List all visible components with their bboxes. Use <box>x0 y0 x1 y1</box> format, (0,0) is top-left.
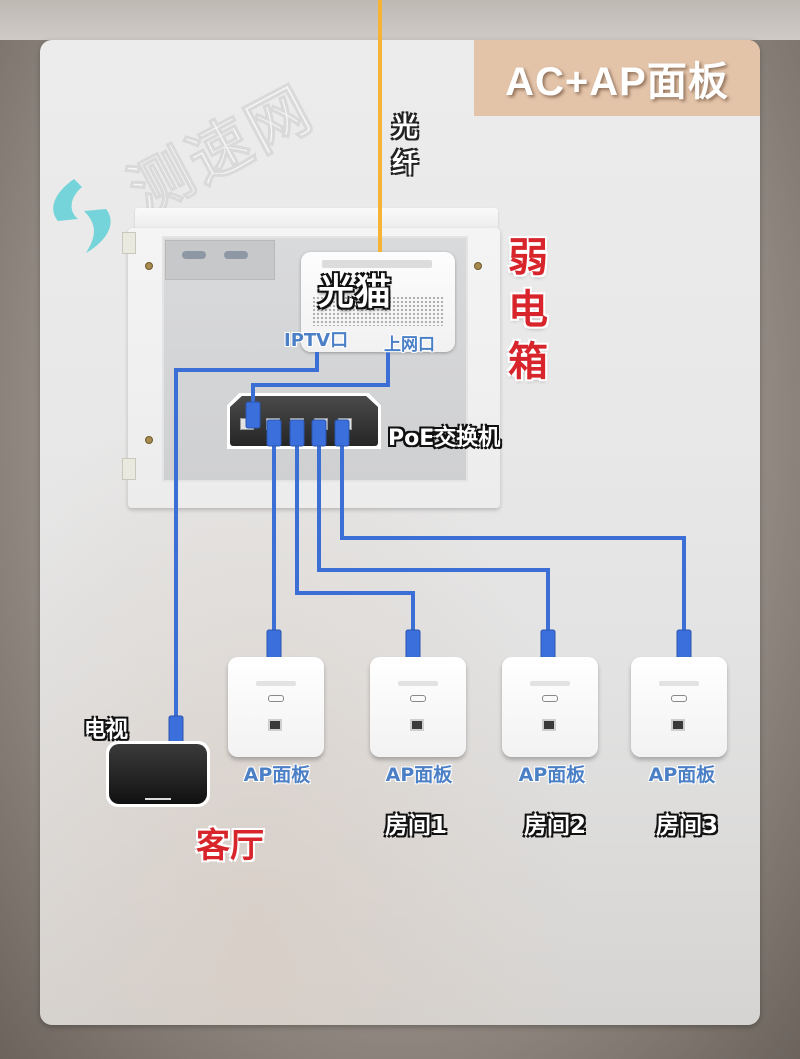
hinge-top <box>122 232 136 254</box>
ethernet-jack-icon <box>410 719 424 731</box>
tv-set-top-box <box>109 744 207 804</box>
title-banner: AC+AP面板 <box>474 40 760 116</box>
ethernet-jack-icon <box>268 719 282 731</box>
switch-port <box>338 418 352 430</box>
screw <box>145 262 153 270</box>
led-icon <box>671 695 687 702</box>
ap-panel-room1 <box>370 657 466 757</box>
modem-label: 光猫 <box>318 272 393 313</box>
switch-port <box>266 418 280 430</box>
screw <box>145 436 153 444</box>
switch-port <box>290 418 304 430</box>
ap-label: AP面板 <box>518 764 586 786</box>
led-icon <box>410 695 426 702</box>
background-top <box>0 0 800 40</box>
modem-slot <box>322 260 432 268</box>
room-label-3: 房间3 <box>655 813 718 839</box>
diagram-title: AC+AP面板 <box>505 60 729 104</box>
mounting-bracket <box>165 240 275 280</box>
living-room-label: 客厅 <box>196 826 264 866</box>
internet-port-label: 上网口 <box>384 335 435 355</box>
ap-panel-room3 <box>631 657 727 757</box>
cabinet-label: 弱电箱 <box>508 235 548 385</box>
room-label-2: 房间2 <box>523 813 586 839</box>
switch-port <box>314 418 328 430</box>
switch-port <box>240 418 254 430</box>
led-icon <box>268 695 284 702</box>
ethernet-jack-icon <box>671 719 685 731</box>
ap-panel-living <box>228 657 324 757</box>
ethernet-jack-icon <box>542 719 556 731</box>
tvbox-indicator <box>145 798 171 800</box>
hinge-bottom <box>122 458 136 480</box>
fiber-label: 光纤 <box>392 113 419 179</box>
modem-grille <box>312 296 444 326</box>
logo-icon <box>53 179 111 253</box>
ap-panel-room2 <box>502 657 598 757</box>
switch-label: PoE交换机 <box>388 426 501 451</box>
tv-label: 电视 <box>84 718 129 743</box>
ap-label: AP面板 <box>648 764 716 786</box>
iptv-port-label: IPTV口 <box>284 330 349 351</box>
screw <box>474 262 482 270</box>
room-label-1: 房间1 <box>384 813 447 839</box>
ap-label: AP面板 <box>385 764 453 786</box>
led-icon <box>542 695 558 702</box>
ap-label: AP面板 <box>243 764 311 786</box>
